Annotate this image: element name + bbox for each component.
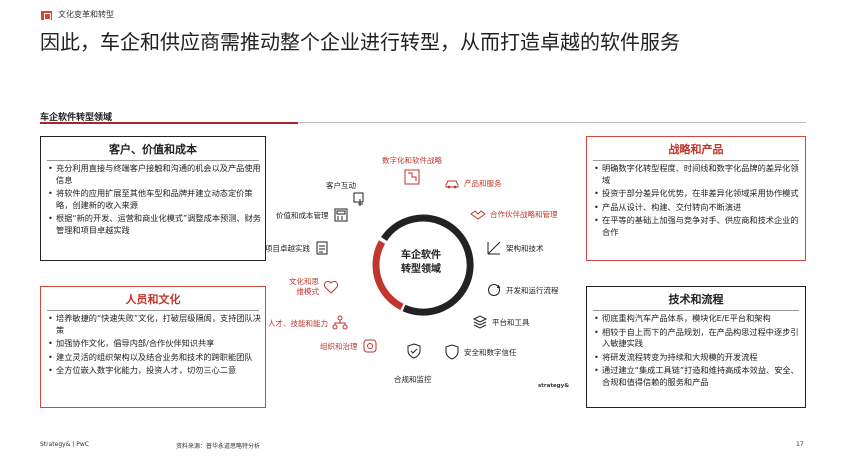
- calculator-icon: [333, 207, 349, 223]
- list-item: 充分利用直接与终端客户接触和沟通的机会以及产品使用信息: [48, 163, 261, 186]
- item-label: 产品和服务: [464, 178, 502, 188]
- strategy-product-box: 战略和产品 明确数字化转型程度、时间线和数字化品牌的差异化领域 投资于部分差异化…: [586, 136, 806, 261]
- customer-value-cost-box: 客户、价值和成本 充分利用直接与终端客户接触和沟通的机会以及产品使用信息 将软件…: [40, 136, 266, 261]
- wheel-item-talent: 人才、技能和能力: [268, 315, 348, 331]
- strategy-logo: strategy&: [538, 383, 570, 389]
- list-item: 明确数字化转型程度、时间线和数字化品牌的差异化领域: [594, 163, 801, 186]
- item-label: 开发和运行流程: [506, 285, 559, 295]
- wheel-label-line1: 车企软件: [401, 250, 441, 261]
- box-title: 战略和产品: [668, 143, 724, 156]
- tech-process-box: 技术和流程 彻底重构汽车产品体系，模块化E/E平台和架构 相较于自上而下的产品规…: [586, 286, 806, 408]
- section-tag: 文化变革和转型: [58, 10, 114, 19]
- people-culture-box: 人员和文化 培养敏捷的“快速失败”文化，打破层级隔阂，支持团队决策 加强协作文化…: [40, 286, 266, 408]
- item-label: 架构和技术: [506, 243, 544, 253]
- subhead: 车企软件转型领域: [40, 113, 113, 123]
- item-label: 项目卓越实践: [265, 243, 310, 253]
- box-title: 技术和流程: [668, 293, 724, 306]
- footer-source: 资料来源：普华永道思略特分析: [176, 443, 261, 450]
- layers-icon: [472, 314, 488, 330]
- item-label: 组织和治理: [320, 341, 358, 351]
- page-number: 17: [796, 441, 804, 448]
- wheel-item-platform: 平台和工具: [472, 314, 530, 330]
- handshake-icon: [470, 206, 486, 222]
- gear-people-icon: [362, 338, 378, 354]
- wheel-item-project: 项目卓越实践: [265, 240, 330, 256]
- check-shield-icon: [406, 343, 422, 359]
- divider: [47, 310, 259, 311]
- subhead-rule-thin: [298, 122, 806, 123]
- list-item: 建立灵活的组织架构以及结合业务和技术的跨职能团队: [48, 352, 261, 364]
- item-label: 合作伙伴战略和管理: [490, 209, 558, 219]
- list-item: 通过建立“集成工具链”打造和维持高成本效益、安全、合规和值得信赖的服务和产品: [594, 365, 801, 388]
- wheel-item-product-service: 产品和服务: [444, 175, 502, 191]
- blueprint-icon: [486, 240, 502, 256]
- page-title: 因此，车企和供应商需推动整个企业进行转型，从而打造卓越的软件服务: [40, 30, 680, 54]
- list-item: 投资于部分差异化优势，在非差异化领域采用协作模式: [594, 188, 801, 200]
- list-item: 根据“新的开发、运营和商业化模式”调整成本预测、财务管理和项目卓越实践: [48, 213, 261, 236]
- list-item: 将研发流程转变为持续和大规模的开发流程: [594, 352, 801, 364]
- item-label: 数字化和软件战略: [382, 156, 442, 165]
- bullet-list: 充分利用直接与终端客户接触和沟通的机会以及产品使用信息 将软件的应用扩展至其他车…: [41, 163, 265, 237]
- transformation-wheel: [372, 214, 474, 316]
- wheel-label-line2: 转型领域: [401, 264, 441, 275]
- divider: [47, 160, 259, 161]
- wheel-item-customer: 客户互动: [326, 180, 356, 191]
- list-item: 在平等的基础上加强与竞争对手、供应商和技术企业的合作: [594, 215, 801, 238]
- puzzle-icon: [404, 169, 420, 185]
- list-item: 产品从设计、构建、交付转向不断演进: [594, 202, 801, 214]
- heart-icon: [323, 279, 339, 295]
- list-item: 相较于自上而下的产品规划，在产品构思过程中逐步引入敏捷实践: [594, 327, 801, 350]
- list-item: 加强协作文化，倡导内部/合作伙伴知识共享: [48, 338, 261, 350]
- list-item: 全方位嵌入数字化能力，投资人才，切勿三心二意: [48, 365, 261, 377]
- item-label: 安全和数字信任: [464, 347, 517, 357]
- cycle-icon: [486, 282, 502, 298]
- wheel-item-partner: 合作伙伴战略和管理: [470, 206, 558, 222]
- wheel-item-culture: 文化和思维模式: [289, 277, 339, 297]
- list-item: 培养敏捷的“快速失败”文化，打破层级隔阂，支持团队决策: [48, 313, 261, 336]
- shield-icon: [444, 344, 460, 360]
- car-icon: [444, 175, 460, 191]
- wheel-item-digital: 数字化和软件战略: [382, 155, 442, 185]
- item-label: 合规和监控: [394, 375, 432, 384]
- section-icon: [41, 11, 52, 20]
- bullet-list: 培养敏捷的“快速失败”文化，打破层级隔阂，支持团队决策 加强协作文化，倡导内部/…: [41, 313, 265, 377]
- item-label: 平台和工具: [492, 317, 530, 327]
- people-network-icon: [332, 315, 348, 331]
- touch-icon: [352, 192, 368, 208]
- wheel-item-devops: 开发和运行流程: [486, 282, 559, 298]
- wheel-item-architecture: 架构和技术: [486, 240, 544, 256]
- checklist-icon: [314, 240, 330, 256]
- box-title: 人员和文化: [125, 293, 181, 306]
- wheel-item-value-cost: 价值和成本管理: [276, 207, 349, 223]
- wheel-dark-arc: [381, 214, 474, 316]
- item-label: 价值和成本管理: [276, 210, 329, 220]
- wheel-item-security: 安全和数字信任: [444, 344, 517, 360]
- wheel-item-org: 组织和治理: [320, 338, 378, 354]
- footer-brand: Strategy& | PwC: [40, 441, 89, 448]
- wheel-red-arc: [372, 240, 404, 311]
- item-label: 人才、技能和能力: [268, 318, 328, 328]
- item-label: 文化和思维模式: [289, 277, 319, 296]
- divider: [593, 160, 799, 161]
- list-item: 彻底重构汽车产品体系，模块化E/E平台和架构: [594, 313, 801, 325]
- list-item: 将软件的应用扩展至其他车型和品牌并建立动态定价策略，创建新的收入来源: [48, 188, 261, 211]
- box-title: 客户、价值和成本: [109, 143, 197, 156]
- subhead-rule: [40, 122, 298, 124]
- wheel-center-label: 车企软件 转型领域: [364, 249, 478, 277]
- wheel-item-compliance: 合规和监控: [394, 374, 432, 385]
- bullet-list: 彻底重构汽车产品体系，模块化E/E平台和架构 相较于自上而下的产品规划，在产品构…: [587, 313, 805, 389]
- divider: [593, 310, 799, 311]
- bullet-list: 明确数字化转型程度、时间线和数字化品牌的差异化领域 投资于部分差异化优势，在非差…: [587, 163, 805, 239]
- item-label: 客户互动: [326, 181, 356, 190]
